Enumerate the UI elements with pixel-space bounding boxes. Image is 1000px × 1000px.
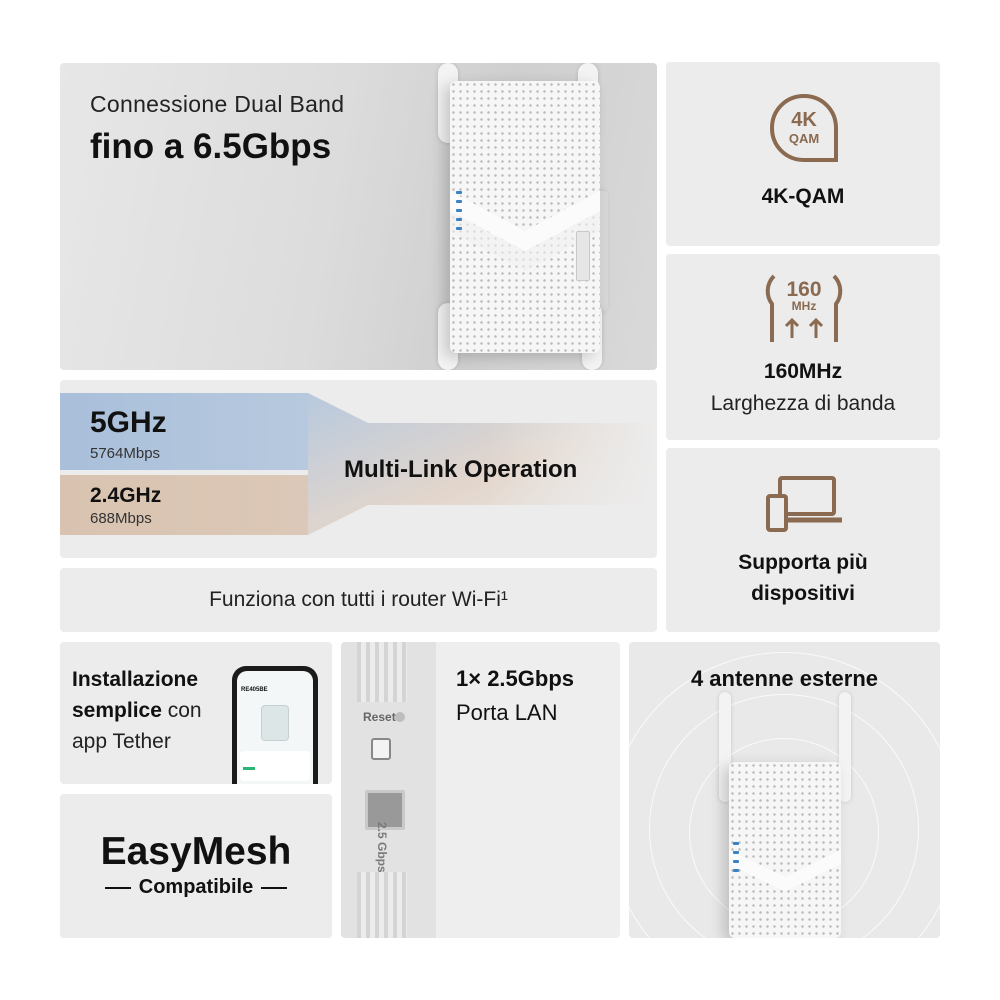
tether-app-card: Installazione semplice con app Tether RE… bbox=[60, 642, 332, 784]
phone-screen: RE405BE bbox=[237, 671, 313, 784]
bandwidth-sublabel: Larghezza di banda bbox=[710, 392, 896, 415]
band-24ghz-name: 2.4GHz bbox=[90, 484, 162, 507]
ethernet-port bbox=[365, 790, 405, 830]
device-ridges-bottom bbox=[357, 872, 407, 938]
led-indicators bbox=[456, 191, 462, 230]
qam-badge-icon: 4K QAM bbox=[769, 93, 838, 162]
qam-badge-line1: 4K bbox=[791, 109, 817, 131]
signal-ring-outer bbox=[629, 652, 940, 938]
bandwidth-label: 160MHz bbox=[763, 360, 843, 383]
devices-icon bbox=[766, 476, 842, 532]
lan-line1: 1× 2.5Gbps bbox=[456, 666, 575, 691]
bandwidth-icon-line1: 160 bbox=[786, 278, 821, 301]
band-24ghz-block bbox=[60, 475, 308, 535]
phone-app-title: RE405BE bbox=[241, 687, 268, 693]
app-line2-bold: semplice bbox=[72, 699, 162, 722]
antenna-right bbox=[839, 692, 851, 802]
dash-right bbox=[261, 886, 288, 889]
router-compat-card: Funziona con tutti i router Wi-Fi¹ bbox=[60, 568, 657, 632]
easymesh-subtitle-row: Compatibile bbox=[60, 876, 332, 899]
bandwidth-icon: 160 MHz bbox=[765, 274, 843, 342]
easymesh-title: EasyMesh bbox=[100, 830, 292, 873]
front-led-indicators bbox=[733, 842, 739, 872]
antennas-title: 4 antenne esterne bbox=[690, 666, 879, 691]
lock-icon bbox=[371, 738, 391, 760]
router-compat-text: Funziona con tutti i router Wi-Fi¹ bbox=[209, 588, 508, 611]
devices-label-line2: dispositivi bbox=[751, 582, 855, 605]
phone-status-ok bbox=[243, 767, 255, 770]
easymesh-subtitle: Compatibile bbox=[138, 876, 254, 898]
bandwidth-icon-line2: MHz bbox=[792, 299, 817, 313]
reset-label: Reset bbox=[363, 710, 396, 724]
band-5ghz-block bbox=[60, 393, 308, 470]
extender-device-front bbox=[729, 762, 841, 938]
phone-mockup: RE405BE bbox=[232, 666, 318, 784]
app-line1: Installazione bbox=[72, 668, 199, 691]
devices-label-line1: Supporta più bbox=[738, 551, 868, 574]
hero-subtitle: Connessione Dual Band bbox=[90, 91, 345, 117]
band-5ghz-name: 5GHz bbox=[90, 406, 167, 439]
lan-device-side: Reset 2.5 Gbps bbox=[341, 642, 436, 938]
mlo-label: Multi-Link Operation bbox=[344, 456, 578, 483]
feature-4kqam-card: 4K QAM 4K-QAM bbox=[666, 62, 940, 246]
qam-label: 4K-QAM bbox=[761, 185, 845, 208]
phone-device-image bbox=[261, 705, 289, 741]
hero-card: Connessione Dual Band fino a 6.5Gbps bbox=[60, 63, 657, 370]
phone-status-panel bbox=[240, 751, 310, 781]
hero-title: fino a 6.5Gbps bbox=[90, 127, 332, 166]
app-line2-rest: con bbox=[161, 699, 202, 722]
device-ridges bbox=[357, 642, 407, 702]
multi-link-card: 5GHz 5764Mbps 2.4GHz 688Mbps Multi-Link … bbox=[60, 380, 657, 558]
antenna-left bbox=[719, 692, 731, 802]
feature-devices-card: Supporta più dispositivi bbox=[666, 448, 940, 632]
app-line3: app Tether bbox=[72, 730, 171, 753]
band-5ghz-speed: 5764Mbps bbox=[90, 445, 161, 462]
extender-x-band bbox=[450, 191, 600, 271]
lan-port-card: Reset 2.5 Gbps 1× 2.5Gbps Porta LAN bbox=[341, 642, 620, 938]
feature-bandwidth-card: 160 MHz 160MHz Larghezza di banda bbox=[666, 254, 940, 440]
lan-device-label: 2.5 Gbps bbox=[375, 822, 389, 873]
side-port bbox=[576, 231, 590, 281]
lan-line2: Porta LAN bbox=[456, 700, 558, 725]
dash-left bbox=[104, 886, 131, 889]
reset-hole bbox=[395, 712, 405, 722]
easymesh-card: EasyMesh Compatibile bbox=[60, 794, 332, 938]
app-text: Installazione semplice con app Tether bbox=[72, 664, 202, 757]
band-merge-funnel bbox=[308, 393, 657, 535]
extender-front-band bbox=[729, 850, 841, 891]
band-24ghz-speed: 688Mbps bbox=[90, 510, 152, 527]
qam-badge-line2: QAM bbox=[789, 131, 819, 146]
antennas-card: 4 antenne esterne bbox=[629, 642, 940, 938]
